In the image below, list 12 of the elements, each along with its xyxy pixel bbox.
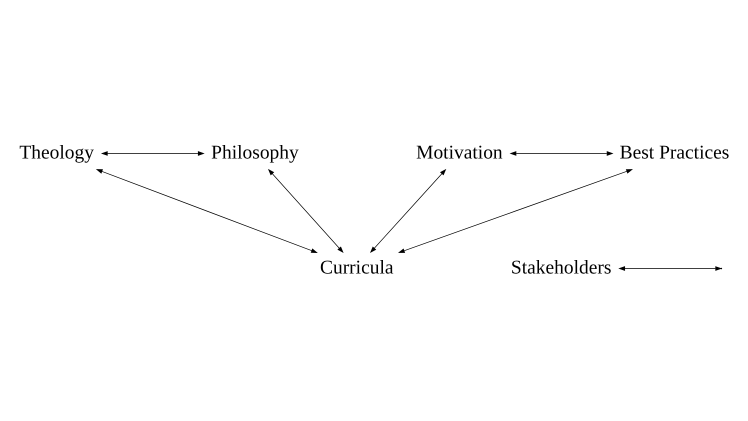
arrow [398,168,633,252]
arrow [268,168,344,253]
arrow [96,168,318,252]
arrow [370,168,446,253]
arrow [100,150,205,156]
arrow [510,150,614,156]
node-text: Theology [19,142,94,163]
node-text: Best Practices [620,142,730,163]
node-text: Curricula [320,256,394,278]
node-text: Stakeholders [510,256,612,278]
node-text: Motivation [416,142,503,163]
node-text: Philosophy [211,142,299,163]
